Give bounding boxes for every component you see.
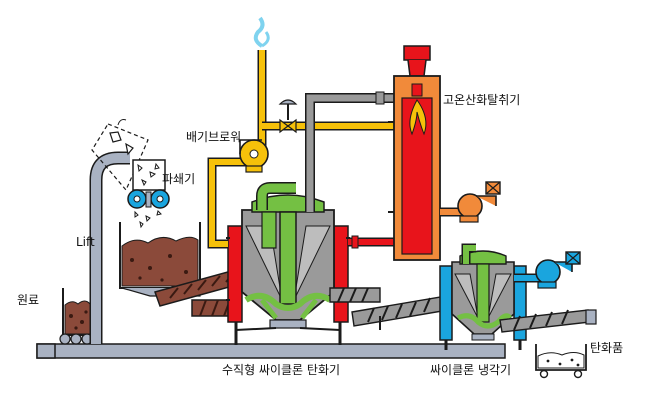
exhaust-blower xyxy=(239,139,269,173)
incinerator-blower xyxy=(440,181,501,223)
raw-material-label: 원료 xyxy=(17,293,40,307)
exhaust-blower-label: 배기브로워 xyxy=(186,130,242,144)
lift-label: Lift xyxy=(76,235,95,249)
lift-elevator xyxy=(89,119,149,344)
crusher xyxy=(127,159,170,229)
cyclone-cooler xyxy=(439,243,527,350)
product-screw-conveyor xyxy=(499,309,597,333)
flame-icon xyxy=(409,99,427,136)
gray-return-pipe xyxy=(305,91,422,212)
vertical-cyclone-label: 수직형 싸이클론 탄화기 xyxy=(222,363,341,377)
raw-material-bin xyxy=(59,288,93,345)
base-platform xyxy=(36,343,506,359)
green-duct xyxy=(257,183,296,210)
feed-hopper xyxy=(119,222,201,297)
steam-icon xyxy=(253,16,265,48)
carbonized-product-label: 탄화품 xyxy=(590,341,624,355)
product-cart xyxy=(535,344,587,379)
vertical-cyclone-carbonizer xyxy=(226,194,350,345)
valve-icon xyxy=(278,99,298,134)
high-temp-oxidizer xyxy=(388,45,441,261)
cooler-blower xyxy=(514,251,581,289)
crusher-label: 파쇄기 xyxy=(162,172,196,186)
incinerator-label: 고온산화탈취기 xyxy=(443,93,521,107)
bin-rollers xyxy=(59,333,93,345)
cyclone-cooler-label: 싸이클론 냉각기 xyxy=(430,363,512,377)
